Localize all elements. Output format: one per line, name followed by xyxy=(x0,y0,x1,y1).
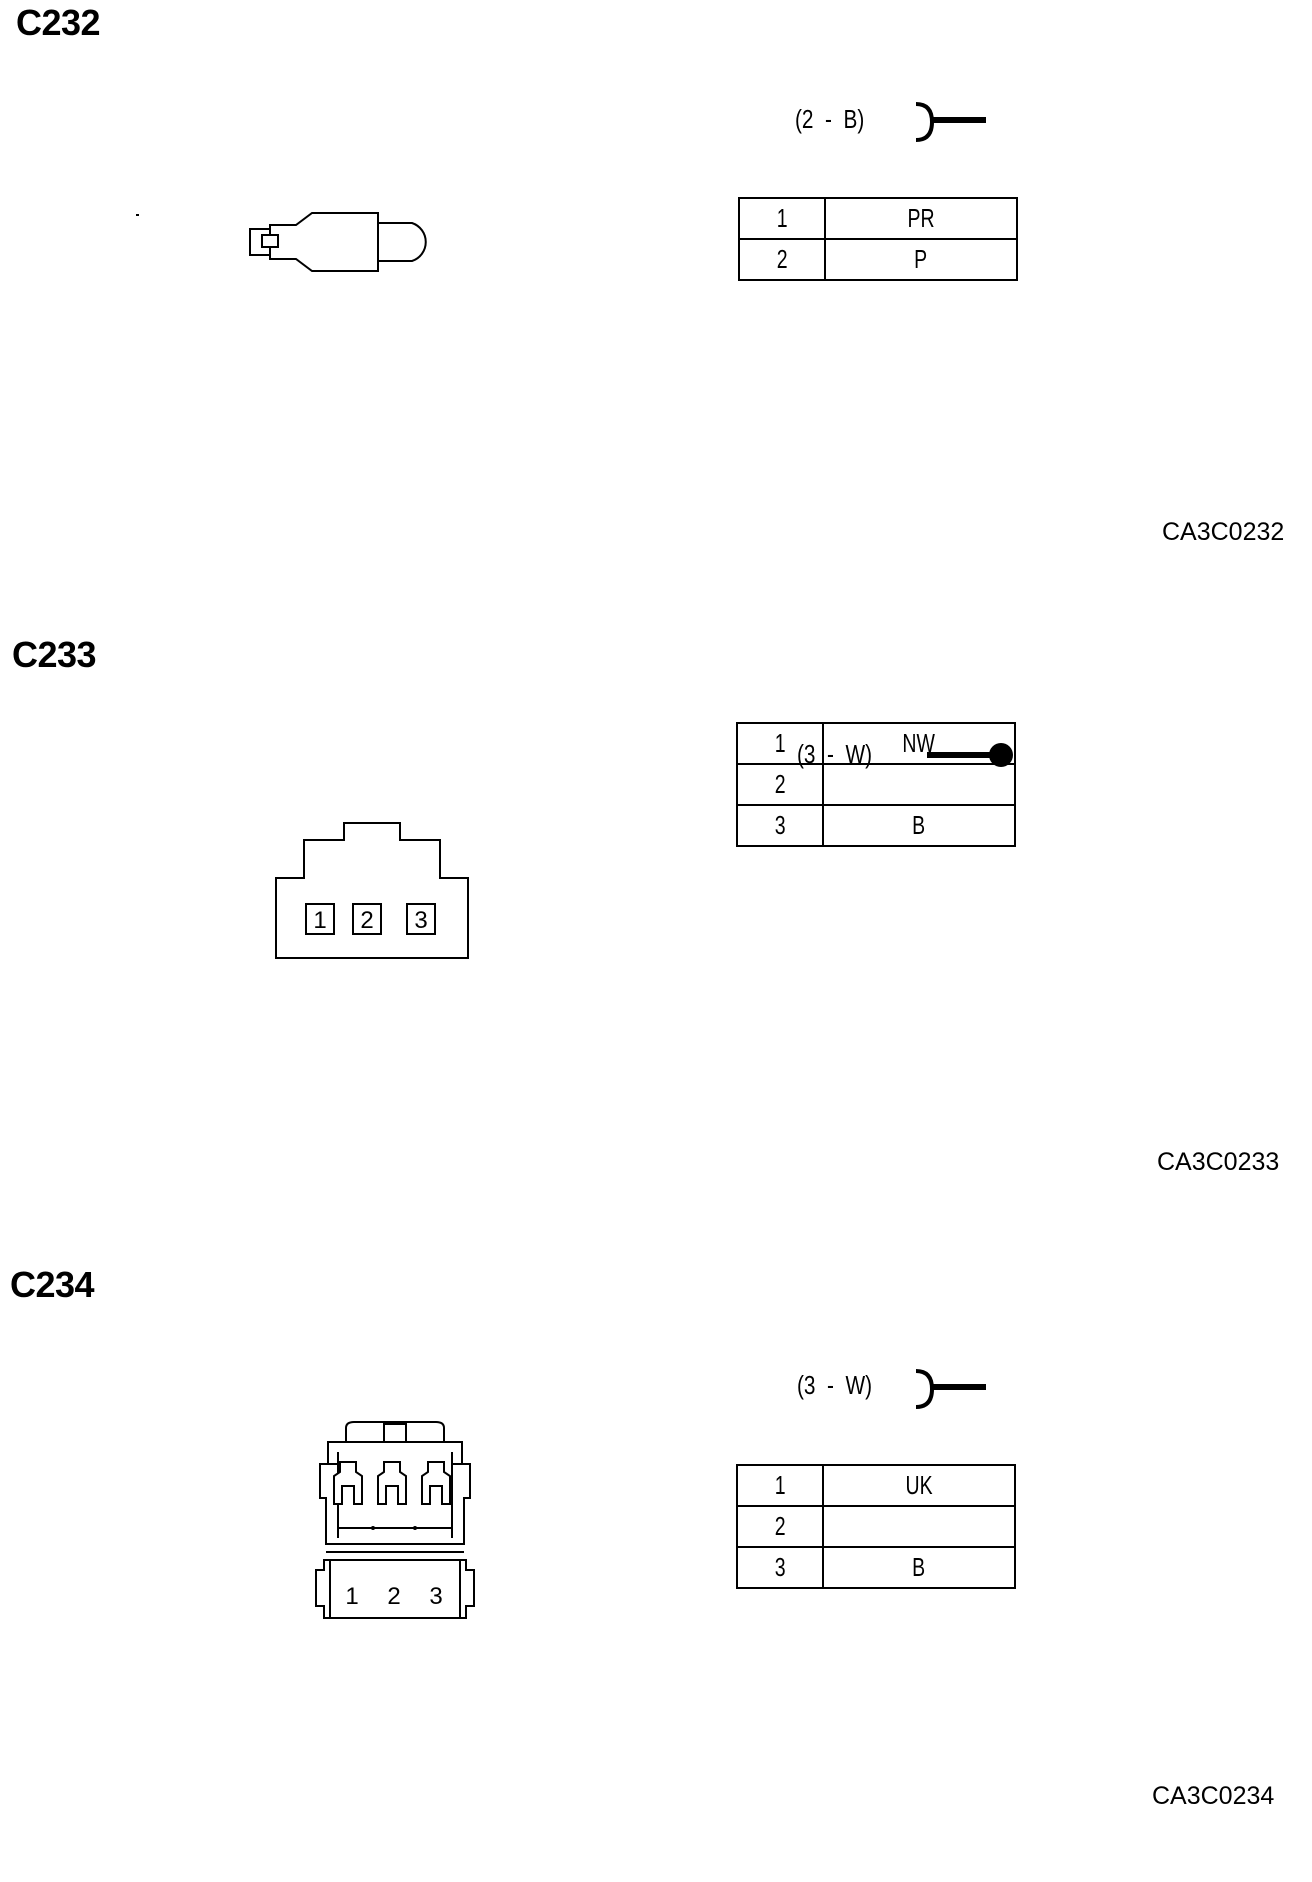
pin-number: 3 xyxy=(736,1546,824,1589)
connector-spec: (2 - B) xyxy=(795,104,865,134)
table-row: 2 xyxy=(736,1505,1016,1548)
speck xyxy=(136,214,139,216)
face-pin-label: 1 xyxy=(345,1583,358,1610)
wire-color: PR xyxy=(824,197,1018,240)
three-pin-connector-face: 1 2 3 xyxy=(275,822,469,959)
face-pin-label: 3 xyxy=(414,907,427,934)
reference-code: CA3C0234 xyxy=(1152,1782,1275,1810)
face-pin-label: 2 xyxy=(360,907,373,934)
connector-title: C234 xyxy=(10,1264,95,1305)
connector-title: C232 xyxy=(16,2,101,43)
connector-section-c234: C234 1 2 3 (3 - W) 1 UK xyxy=(0,1262,1312,1882)
pin-table: 1 NW 2 3 B xyxy=(736,722,1016,847)
pin-number: 1 xyxy=(736,722,824,765)
face-pin-label: 1 xyxy=(313,907,326,934)
wire-color xyxy=(822,1505,1016,1548)
wire-color: P xyxy=(824,238,1018,281)
connector-section-c233: C233 1 2 3 (3 - W) 1 NW 2 3 B CA3C0233 xyxy=(0,630,1312,1250)
wire-color: NW xyxy=(822,722,1016,765)
pin-number: 1 xyxy=(736,1464,824,1507)
face-pin-label: 3 xyxy=(429,1583,442,1610)
connector-spec: (3 - W) xyxy=(797,1370,873,1400)
female-fork-icon xyxy=(915,102,986,142)
pin-number: 2 xyxy=(736,1505,824,1548)
reference-code: CA3C0232 xyxy=(1162,518,1285,546)
bulb-connector-view xyxy=(249,212,427,272)
table-row: 1 PR xyxy=(738,197,1018,240)
table-row: 2 xyxy=(736,763,1016,806)
pin-number: 2 xyxy=(736,763,824,806)
locking-connector-view: 1 2 3 xyxy=(315,1421,475,1619)
pin-number: 2 xyxy=(738,238,826,281)
table-row: 1 UK xyxy=(736,1464,1016,1507)
table-row: 1 NW xyxy=(736,722,1016,765)
reference-code: CA3C0233 xyxy=(1157,1148,1280,1176)
wire-color: UK xyxy=(822,1464,1016,1507)
wire-color xyxy=(822,763,1016,806)
wire-color: B xyxy=(822,1546,1016,1589)
table-row: 3 B xyxy=(736,1546,1016,1589)
table-row: 3 B xyxy=(736,804,1016,847)
pin-table: 1 PR 2 P xyxy=(738,197,1018,281)
pin-table: 1 UK 2 3 B xyxy=(736,1464,1016,1589)
face-pin-label: 2 xyxy=(387,1583,400,1610)
connector-title: C233 xyxy=(12,634,97,675)
pin-number: 3 xyxy=(736,804,824,847)
table-row: 2 P xyxy=(738,238,1018,281)
female-fork-icon xyxy=(915,1369,986,1409)
connector-section-c232: C232 (2 - B) 1 PR 2 P CA3C0232 xyxy=(0,0,1312,620)
wire-color: B xyxy=(822,804,1016,847)
pin-number: 1 xyxy=(738,197,826,240)
